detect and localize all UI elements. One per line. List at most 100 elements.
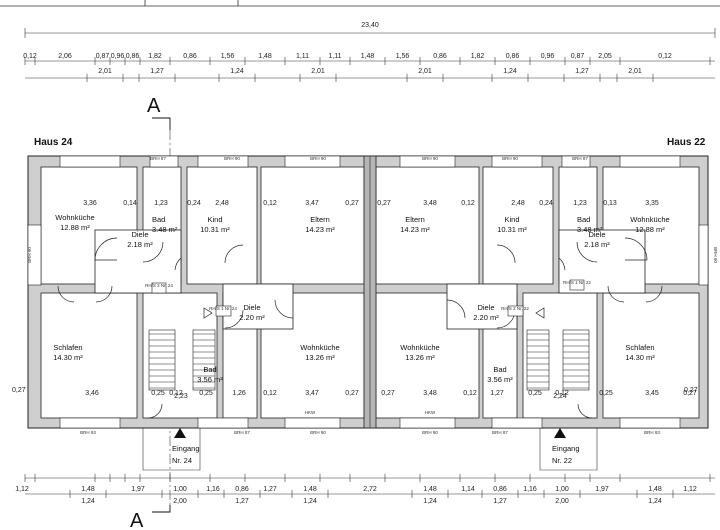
room-area: 13.26 m² <box>305 353 335 362</box>
entrance-arrow-icon <box>554 428 566 438</box>
dim-label: 1,16 <box>206 486 220 493</box>
dim-label: 1,27 <box>263 486 277 493</box>
room-name: Bad <box>577 215 590 224</box>
room-area: 12.88 m² <box>60 223 90 232</box>
inner-dim-label: 0,24 <box>187 200 201 207</box>
inner-dim-label: 3,47 <box>305 390 319 397</box>
entrance-label: Eingang <box>552 444 580 453</box>
house-label-left: Haus 24 <box>34 137 73 148</box>
room-area: 14.23 m² <box>305 225 335 234</box>
dim-label: 1,00 <box>555 486 569 493</box>
room-area: 14.30 m² <box>53 353 83 362</box>
inner-dim-label: 2,24 <box>553 393 567 400</box>
windows-side <box>27 224 709 286</box>
dim-label: 1,16 <box>523 486 537 493</box>
windows-bottom <box>59 417 681 429</box>
room-area: 13.26 m² <box>405 353 435 362</box>
window-tag: BRH 87 <box>492 430 508 435</box>
room-area: 12.88 m² <box>635 225 665 234</box>
dim-label: 1,27 <box>150 68 164 75</box>
room-area: 2.20 m² <box>473 313 499 322</box>
room-name: Schlafen <box>625 343 654 352</box>
dim-label: 0,96 <box>111 53 125 60</box>
inner-dim-label: 0,27 <box>345 200 359 207</box>
flow-markers <box>203 307 545 319</box>
dim-label: 2,01 <box>628 68 642 75</box>
inner-dim-label: 2,48 <box>511 200 525 207</box>
dim-label: 1,24 <box>423 498 437 505</box>
dim-label: 1,14 <box>461 486 475 493</box>
dim-label: 0,12 <box>658 53 672 60</box>
dim-label: 1,11 <box>296 53 309 60</box>
overall-width-label: 23,40 <box>361 22 379 29</box>
room-area: 2.18 m² <box>127 240 153 249</box>
window-tag: BRH 87 <box>150 156 166 161</box>
entrance-arrow-icon <box>174 428 186 438</box>
inner-dim-label: 0,12 <box>263 200 277 207</box>
dim-label: 1,82 <box>148 53 162 60</box>
dim-label: 1,82 <box>471 53 485 60</box>
room-name: Diele <box>243 303 260 312</box>
dim-label: 0,86 <box>183 53 197 60</box>
inner-dim-label: 1,23 <box>154 200 168 207</box>
dim-label: 0,87 <box>571 53 585 60</box>
room-area: 10.31 m² <box>497 225 527 234</box>
door-swings <box>57 237 663 419</box>
dim-label: 0,86 <box>493 486 507 493</box>
dim-label: 0,86 <box>506 53 520 60</box>
window-tag: BRH 90 <box>422 156 438 161</box>
inner-dim-label: 0,12 <box>555 390 569 397</box>
inner-dim-label: 0,14 <box>123 200 137 207</box>
dim-label: 0,86 <box>126 53 140 60</box>
inner-dim-label: 1,26 <box>232 390 246 397</box>
entrance-right: Eingang Nr. 22 <box>539 428 598 471</box>
room-name: Eltern <box>310 215 330 224</box>
inner-dim-label: 0,12 <box>463 390 477 397</box>
room-name: Kind <box>504 215 519 224</box>
section-label-bottom: A <box>130 510 144 530</box>
window-tag: BRH 90 <box>422 430 438 435</box>
dim-label: 1,27 <box>493 498 507 505</box>
room-name: Kind <box>207 215 222 224</box>
entrance-label: Eingang <box>172 444 200 453</box>
window-tag: BRH 90 <box>713 247 718 263</box>
section-label-top: A <box>147 95 161 117</box>
bottom-dim-ticks-row2 <box>69 490 674 498</box>
window-tag: BRH 90 <box>27 247 32 263</box>
dim-label: 1,48 <box>303 486 317 493</box>
dim-label: 1,27 <box>235 498 249 505</box>
dim-label: 0,96 <box>541 53 555 60</box>
entrance-number: Nr. 22 <box>552 456 572 465</box>
room-name: Diele <box>131 230 148 239</box>
room-name: Diele <box>588 230 605 239</box>
inner-dim-label: 0,25 <box>199 390 213 397</box>
room-name: Bad <box>493 365 506 374</box>
inner-dim-label: 3,47 <box>305 200 319 207</box>
room-name: Eltern <box>405 215 425 224</box>
window-tag: BRH 90 <box>310 430 326 435</box>
window-tag: HKW <box>425 410 436 415</box>
room-area: 3.48 m² <box>152 225 178 234</box>
inner-dim-label: 3,35 <box>645 200 659 207</box>
staircase-right <box>526 329 590 391</box>
inner-dim-label: 0,27 <box>683 390 697 397</box>
shaft-tag: RH/S 1 Nr. 22 <box>563 280 591 285</box>
window-tag: BRH 93 <box>644 430 660 435</box>
dim-label: 1,27 <box>575 68 589 75</box>
dim-label: 1,24 <box>503 68 517 75</box>
windows-top <box>59 155 681 168</box>
title-block-fragment <box>0 0 720 7</box>
inner-dim-label: 0,25 <box>599 390 613 397</box>
inner-dim-label: 3,46 <box>85 390 99 397</box>
inner-dim-label: 0,13 <box>603 200 617 207</box>
inner-dim-label: 1,27 <box>490 390 504 397</box>
inner-dim-label: 0,25 <box>151 390 165 397</box>
dim-label: 2,01 <box>98 68 112 75</box>
entrance-left: Eingang Nr. 24 <box>142 428 201 471</box>
dim-label: 1,48 <box>648 486 662 493</box>
window-tag: BRH 87 <box>572 156 588 161</box>
